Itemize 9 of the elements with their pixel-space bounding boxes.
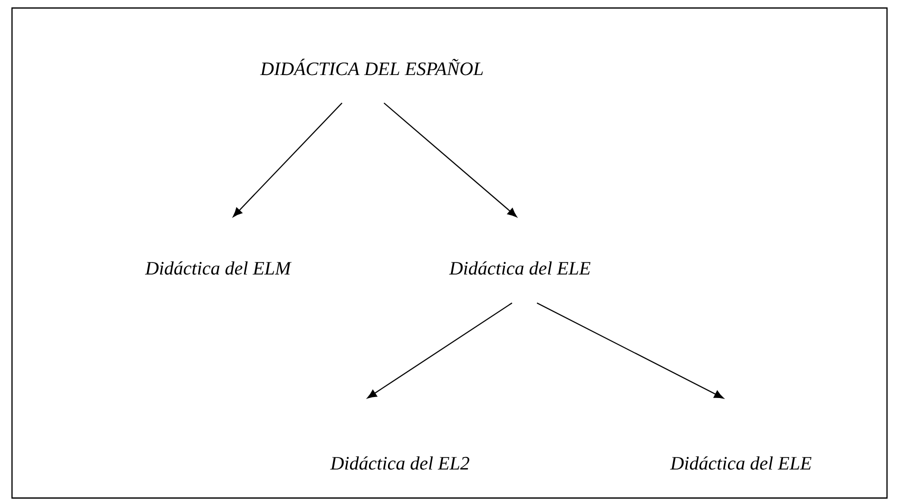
arrow <box>367 302 512 398</box>
arrow <box>536 302 724 399</box>
node-label: Didáctica del ELM <box>144 261 292 275</box>
arrow <box>232 102 342 218</box>
arrow <box>384 102 517 218</box>
node-label: Didáctica del EL2 <box>330 456 470 470</box>
node-label: DIDÁCTICA DEL ESPAÑOL <box>260 58 483 76</box>
node-label: Didáctica del ELE <box>670 456 812 470</box>
node-label: Didáctica del ELE <box>449 261 590 275</box>
